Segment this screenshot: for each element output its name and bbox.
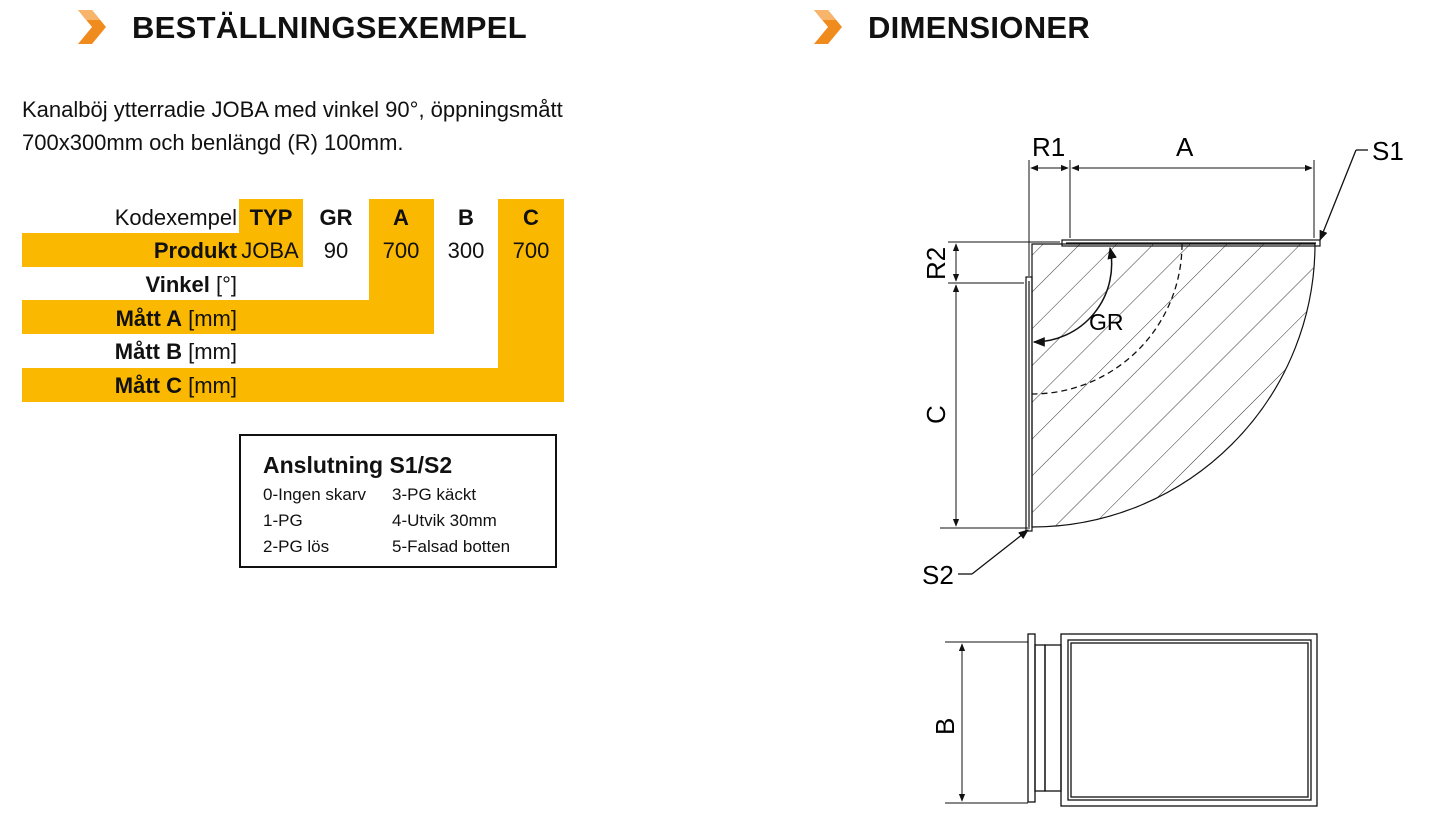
code-example-label: Kodexempel (114, 205, 237, 230)
side-view (1027, 633, 1318, 807)
chevron-icon (814, 10, 842, 44)
angle-arrow-gr (1032, 246, 1117, 347)
label-a: A (1176, 132, 1194, 162)
section-heading-dimensions: DIMENSIONER (868, 10, 1091, 45)
row-label-bold: Mått B (114, 339, 182, 364)
header-b: B (458, 205, 474, 230)
row-label-bold: Mått A (115, 306, 182, 331)
dimension-r1-a (1028, 160, 1315, 276)
chevron-icon (78, 10, 106, 44)
value-a: 700 (382, 238, 420, 263)
connection-option: 4-Utvik 30mm (392, 511, 497, 530)
value-b: 300 (447, 238, 485, 263)
row-label-unit: [°] (209, 272, 237, 297)
connection-legend-box: Anslutning S1/S2 0-Ingen skarv 1-PG 2-PG… (239, 434, 557, 568)
header-typ: TYP (249, 205, 293, 230)
intro-text: Kanalböj ytterradie JOBA med vinkel 90°,… (22, 93, 563, 159)
row-label-matt-a: Mått A [mm] (22, 302, 237, 335)
label-b: B (930, 718, 960, 735)
connection-option: 2-PG lös (263, 537, 330, 556)
header-a: A (393, 205, 409, 230)
value-gr: 90 (323, 238, 349, 263)
connection-option: 0-Ingen skarv (263, 485, 366, 504)
product-label: Produkt (153, 238, 237, 263)
centre-line-arc (1031, 243, 1183, 395)
row-label-bold: Vinkel (145, 272, 210, 297)
value-typ: JOBA (241, 238, 299, 263)
label-r1: R1 (1032, 132, 1065, 162)
bend-body (1031, 243, 1316, 528)
row-label-matt-b: Mått B [mm] (22, 335, 237, 368)
row-label-bold: Mått C (114, 373, 182, 398)
connection-option: 3-PG käckt (392, 485, 477, 504)
intro-line: Kanalböj ytterradie JOBA med vinkel 90°,… (22, 97, 563, 122)
intro-line: 700x300mm och benlängd (R) 100mm. (22, 130, 404, 155)
label-s2: S2 (922, 560, 954, 590)
header-c: C (523, 205, 539, 230)
dimension-r2-c (940, 241, 1060, 529)
row-label-unit: [mm] (182, 339, 237, 364)
row-label-matt-c: Mått C [mm] (22, 369, 237, 402)
label-r2: R2 (921, 247, 951, 280)
connection-title: Anslutning S1/S2 (263, 452, 453, 478)
connection-option: 1-PG (263, 511, 303, 530)
flange-s1 (1061, 239, 1321, 247)
dimension-b (945, 641, 1028, 804)
band-matt-c (22, 368, 564, 402)
dimension-drawing: GR R1 A S1 R2 C S2 (921, 132, 1404, 807)
band-typ-header (239, 199, 303, 233)
label-gr: GR (1089, 309, 1124, 335)
leader-s2 (958, 529, 1029, 575)
leader-s1 (1319, 149, 1368, 241)
row-label-unit: [mm] (182, 373, 237, 398)
row-label-vinkel: Vinkel [°] (22, 268, 237, 301)
band-matt-a (22, 300, 434, 334)
header-gr: GR (319, 205, 353, 230)
band-produkt (22, 233, 303, 267)
flange-s2 (1025, 276, 1033, 532)
connection-option: 5-Falsad botten (392, 537, 511, 556)
label-s1: S1 (1372, 136, 1404, 166)
section-heading-order-example: BESTÄLLNINGSEXEMPEL (132, 10, 527, 45)
value-c: 700 (512, 238, 550, 263)
label-c: C (921, 405, 951, 424)
row-label-unit: [mm] (182, 306, 237, 331)
